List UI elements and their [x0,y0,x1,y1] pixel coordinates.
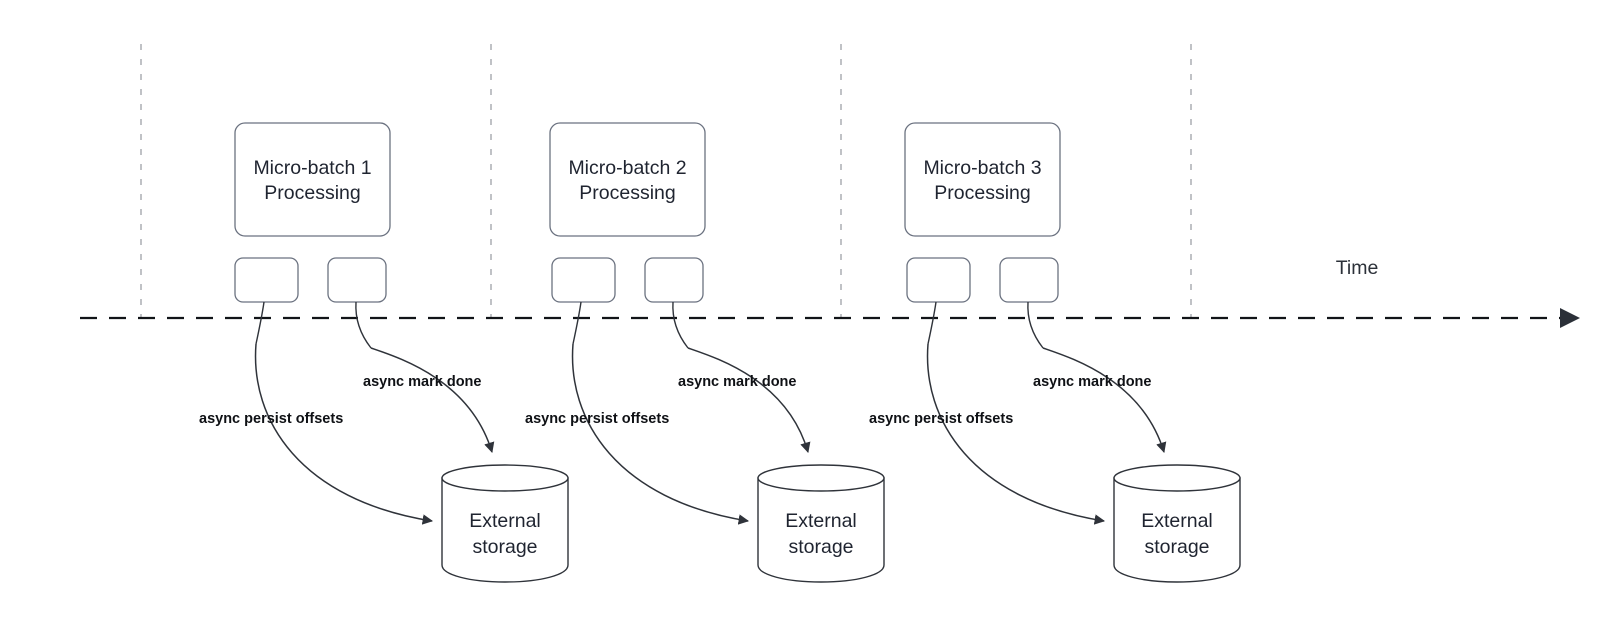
edge-1-persist-offsets [254,343,434,525]
storage-cylinder-1-top [441,464,569,492]
edge-1-mark-done [370,347,495,454]
storage-cylinder-2-label-line2: storage [788,536,853,558]
task-box-3-markdone[interactable] [999,257,1059,303]
process-box-2[interactable]: Micro-batch 2 Processing [549,122,706,237]
storage-cylinder-1-label-line1: External [469,510,541,532]
storage-cylinder-3-top [1113,464,1241,492]
storage-cylinder-1[interactable]: External storage [441,464,569,583]
edge-1-persist-offsets-label: async persist offsets [199,411,343,427]
stub-edge-1-persist [255,301,265,345]
process-box-2-label-line1: Micro-batch 2 [568,157,686,179]
storage-cylinder-1-body[interactable] [441,477,569,583]
task-box-2-markdone[interactable] [644,257,704,303]
time-axis-label: Time [1336,257,1379,279]
storage-cylinder-3-label-line1: External [1141,510,1213,532]
micro-batch-group-3: Micro-batch 3 Processing async mark done… [869,122,1241,583]
edge-3-persist-offsets [926,343,1106,525]
process-box-1-label-line2: Processing [264,182,360,204]
edge-1-mark-done-label: async mark done [363,374,481,390]
process-box-3-label-line1: Micro-batch 3 [923,157,1041,179]
task-box-3-persist[interactable] [906,257,971,303]
edge-2-mark-done [687,347,811,454]
edge-3-mark-done-label: async mark done [1033,374,1151,390]
task-box-1-markdone[interactable] [327,257,387,303]
stub-edge-1-markdone [355,301,372,349]
process-box-1-label-line1: Micro-batch 1 [253,157,371,179]
process-box-1-rect[interactable] [234,122,391,237]
edge-2-persist-offsets-label: async persist offsets [525,411,669,427]
storage-cylinder-3-body[interactable] [1113,477,1241,583]
edge-2-mark-done-label: async mark done [678,374,796,390]
task-box-1-persist[interactable] [234,257,299,303]
process-box-2-label-line2: Processing [579,182,675,204]
timeline-arrowhead [1560,308,1580,328]
timeline-axis: Time [80,257,1580,328]
storage-cylinder-2-body[interactable] [757,477,885,583]
micro-batch-group-1: Micro-batch 1 Processing async mark done… [199,122,569,583]
process-box-3-label-line2: Processing [934,182,1030,204]
micro-batch-group-2: Micro-batch 2 Processing async mark done… [525,122,885,583]
edge-2-persist-offsets [571,343,750,525]
task-box-2-persist[interactable] [551,257,616,303]
edge-3-persist-offsets-label: async persist offsets [869,411,1013,427]
edge-3-mark-done [1042,347,1167,454]
stub-edge-3-markdone [1027,301,1044,349]
storage-cylinder-2-label-line1: External [785,510,857,532]
storage-cylinder-3[interactable]: External storage [1113,464,1241,583]
process-box-3-rect[interactable] [904,122,1061,237]
stub-edge-3-persist [927,301,937,345]
storage-cylinder-1-label-line2: storage [472,536,537,558]
stub-edge-2-markdone [672,301,689,349]
process-box-2-rect[interactable] [549,122,706,237]
stub-edge-2-persist [572,301,582,345]
process-box-1[interactable]: Micro-batch 1 Processing [234,122,391,237]
storage-cylinder-2-top [757,464,885,492]
timeline-guides [140,44,1192,318]
storage-cylinder-3-label-line2: storage [1144,536,1209,558]
process-box-3[interactable]: Micro-batch 3 Processing [904,122,1061,237]
storage-cylinder-2[interactable]: External storage [757,464,885,583]
